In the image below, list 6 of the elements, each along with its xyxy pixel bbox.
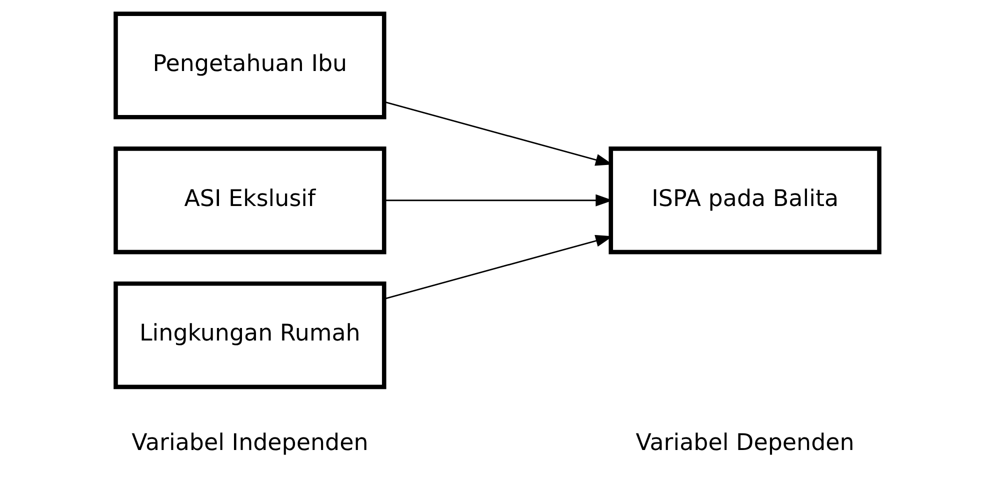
node-box: Pengetahuan Ibu bbox=[113, 12, 386, 120]
label: Variabel Independen bbox=[131, 430, 368, 456]
label: Variabel Dependen bbox=[635, 430, 854, 456]
node-box: ASI Ekslusif bbox=[113, 146, 386, 254]
node-box: ISPA pada Balita bbox=[608, 146, 881, 254]
node-box: Lingkungan Rumah bbox=[113, 281, 386, 390]
